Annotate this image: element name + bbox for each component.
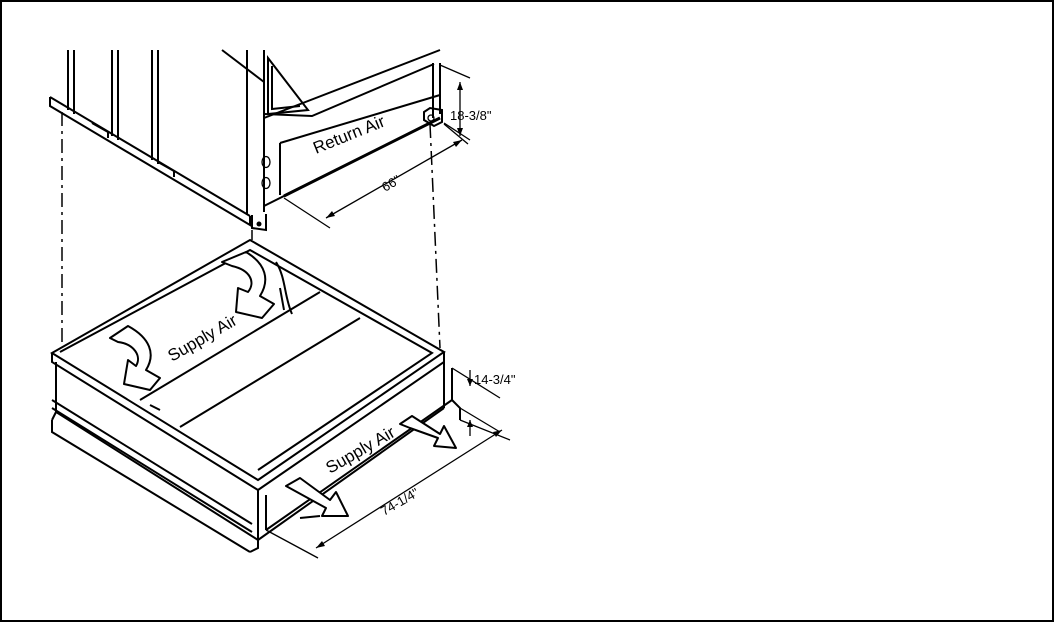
supply-arrow-bottom-icon <box>285 477 349 517</box>
unit-height-dimension: 18-3/8" <box>450 108 492 123</box>
supply-arrow-back-icon <box>221 251 275 319</box>
alignment-lines <box>61 112 441 349</box>
supply-arrow-front-icon <box>109 325 161 391</box>
supply-air-side-label: Supply Air <box>323 423 399 478</box>
curb-height-dimension: 14-3/4" <box>474 372 516 387</box>
airflow-arrows <box>109 251 457 517</box>
roof-curb <box>50 238 511 559</box>
rooftop-unit <box>49 49 471 232</box>
supply-air-top-label: Supply Air <box>165 311 241 366</box>
supply-arrow-right-icon <box>399 415 457 449</box>
curb-length-dimension: 74-1/4" <box>378 485 422 519</box>
